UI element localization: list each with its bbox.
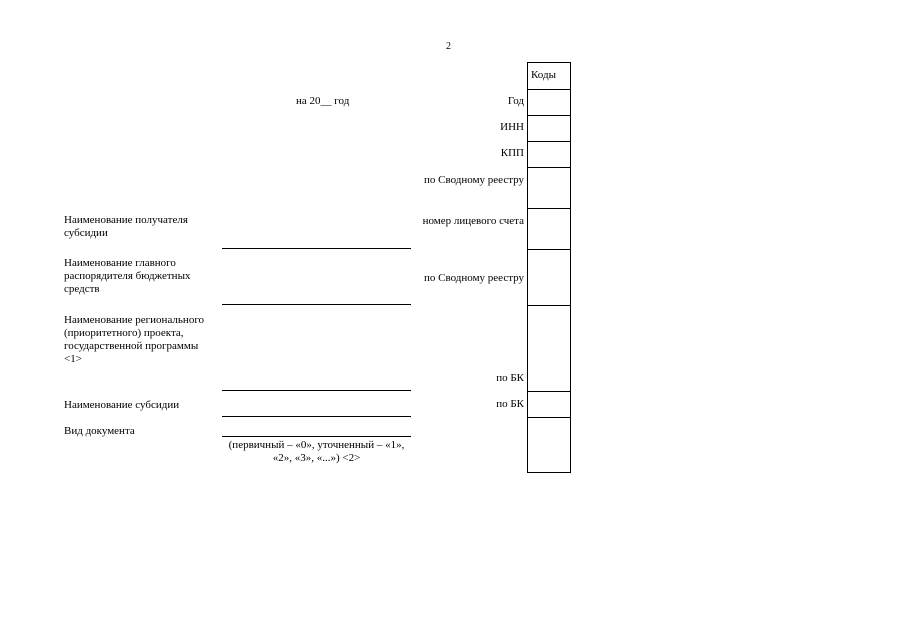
- account-number-label: номер лицевого счета: [422, 215, 524, 227]
- recipient-label: Наименование получателя субсидии: [64, 214, 188, 239]
- period-label: на 20__ год: [296, 95, 350, 107]
- main-manager-line: [222, 304, 411, 305]
- bk-label-2: по БК: [496, 398, 524, 410]
- codes-header: Коды: [531, 69, 556, 81]
- codes-row-divider: [528, 115, 570, 116]
- page-number: 2: [446, 41, 451, 52]
- svodny-reestr-label-2: по Сводному реестру: [424, 272, 524, 284]
- codes-row-divider: [528, 167, 570, 168]
- codes-row-divider: [528, 141, 570, 142]
- codes-row-divider: [528, 391, 570, 392]
- svodny-reestr-label: по Сводному реестру: [424, 174, 524, 186]
- codes-row-divider: [528, 417, 570, 418]
- recipient-line: [222, 248, 411, 249]
- year-label: Год: [507, 95, 524, 107]
- subsidy-line: [222, 416, 411, 417]
- project-label: Наименование регионального (приоритетног…: [64, 314, 205, 365]
- doc-type-hint: (первичный – «0», уточненный – «1», «2»,…: [228, 439, 405, 464]
- subsidy-label: Наименование субсидии: [64, 399, 180, 411]
- doc-type-label: Вид документа: [64, 425, 135, 437]
- kpp-label: КПП: [500, 147, 524, 159]
- doc-type-line: [222, 436, 411, 437]
- bk-label: по БК: [496, 372, 524, 384]
- inn-label: ИНН: [500, 121, 524, 133]
- codes-table: [527, 62, 571, 473]
- main-manager-label: Наименование главного распорядителя бюдж…: [64, 257, 191, 295]
- project-line: [222, 390, 411, 391]
- codes-row-divider: [528, 208, 570, 209]
- codes-row-divider: [528, 249, 570, 250]
- codes-row-divider: [528, 305, 570, 306]
- codes-row-divider: [528, 89, 570, 90]
